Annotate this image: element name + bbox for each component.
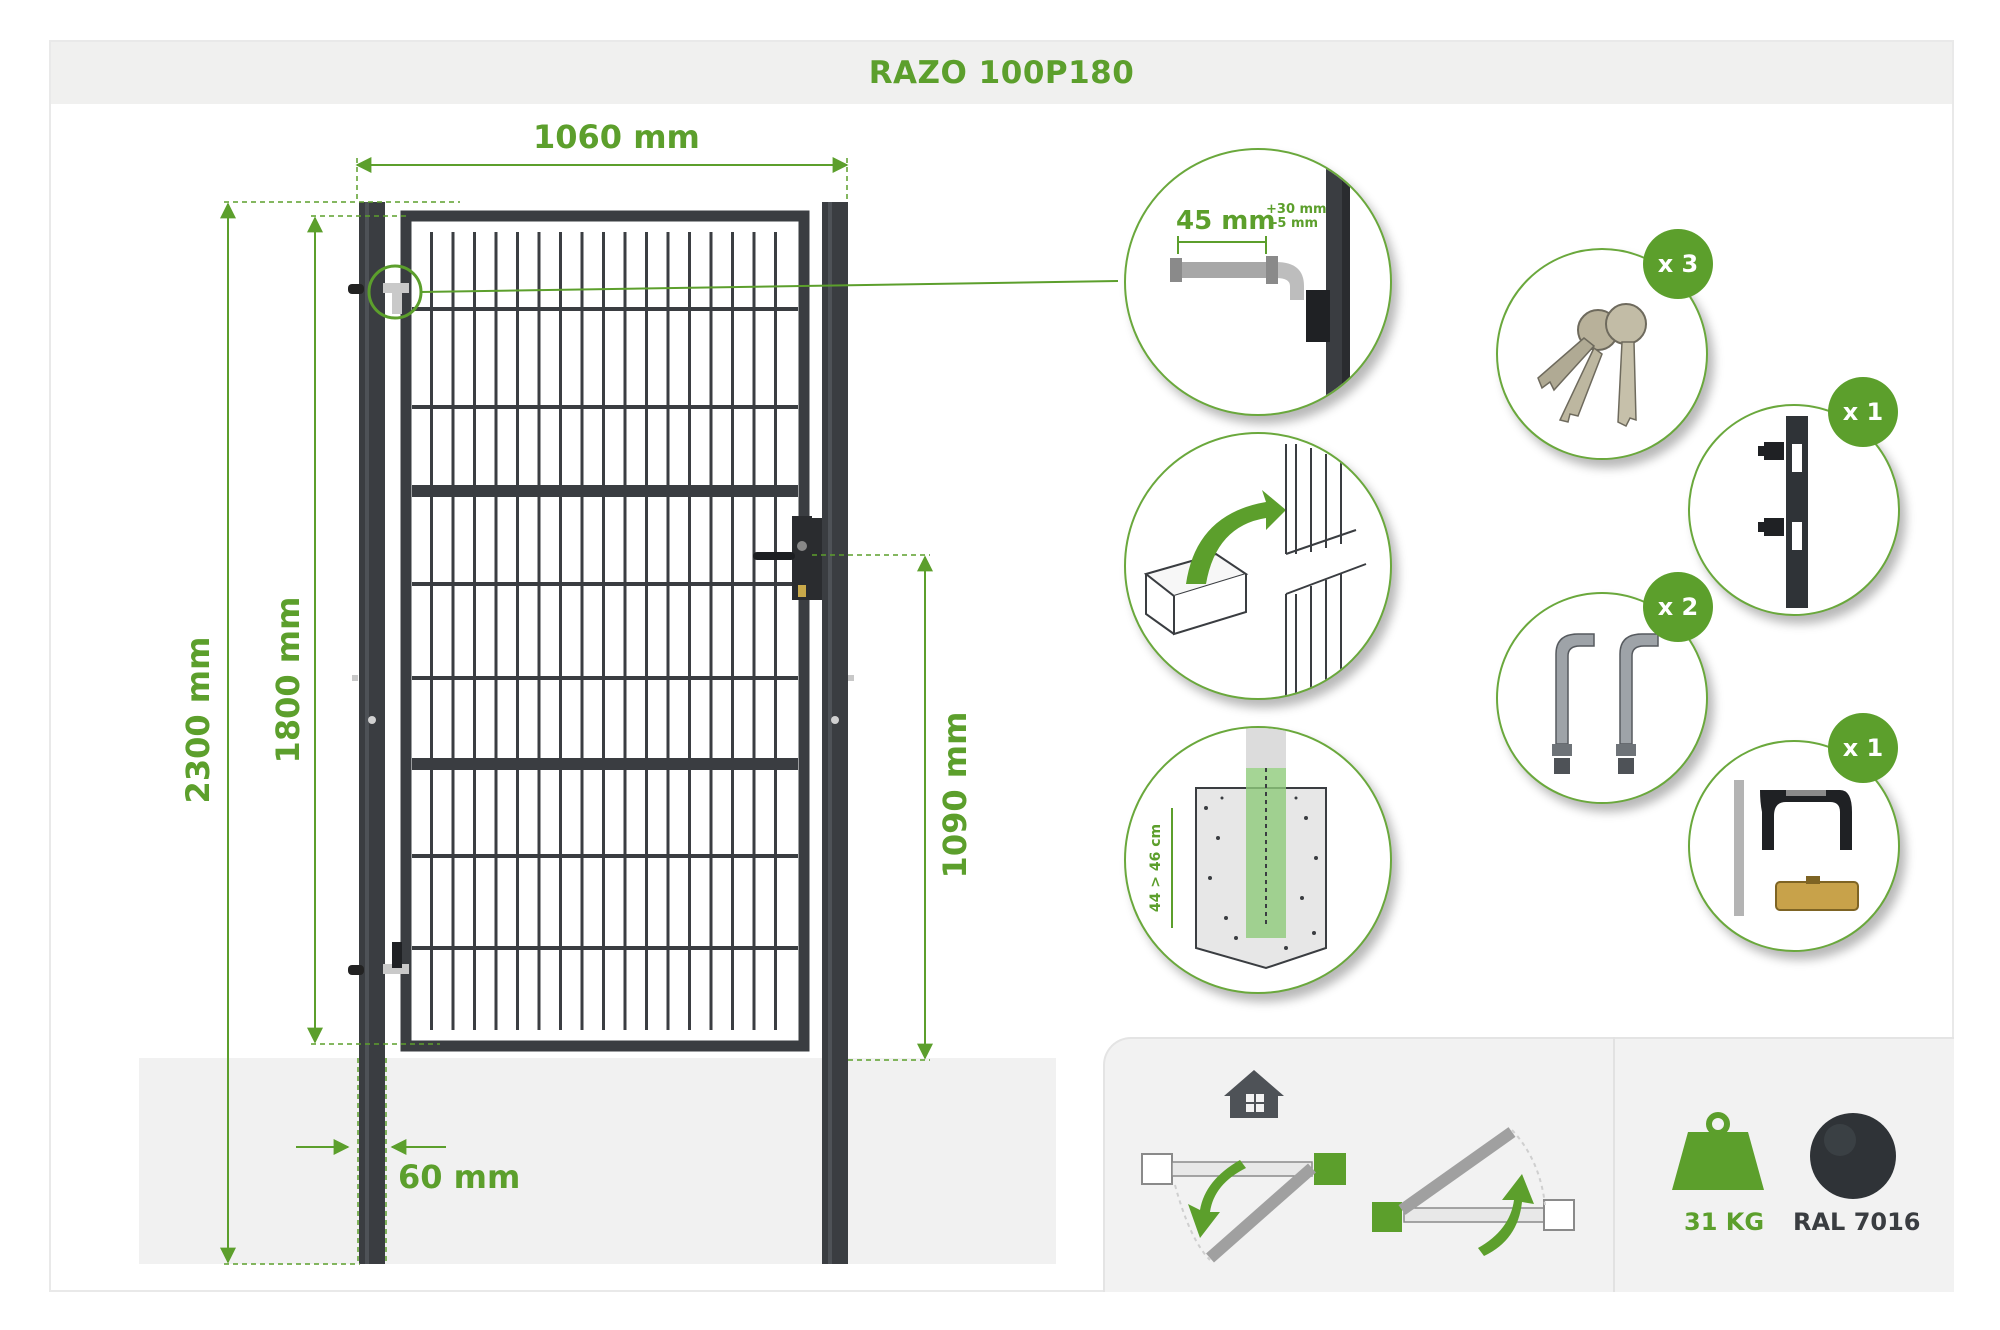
hinge-tolerance-plus: +30 mm	[1266, 202, 1327, 217]
lower-hinge	[348, 942, 409, 975]
product-title: RAZO 100P180	[868, 55, 1135, 91]
hinge-bolts-qty-badge: x 2	[1643, 572, 1713, 642]
lock-strike-qty-badge: x 1	[1828, 377, 1898, 447]
post-size-dimension: 60 mm	[398, 1158, 521, 1196]
upper-hinge	[348, 283, 409, 314]
color-swatch	[1810, 1113, 1896, 1199]
keys-qty-badge: x 3	[1643, 229, 1713, 299]
hinge-tolerance-minus: -5 mm	[1272, 216, 1319, 231]
hinge-adjust-dimension: 45 mm	[1176, 206, 1276, 236]
left-post	[359, 202, 385, 1264]
color-label: RAL 7016	[1793, 1208, 1921, 1236]
gate-leaf	[400, 210, 810, 1052]
weight-label: 31 KG	[1684, 1208, 1765, 1236]
width-dimension: 1060 mm	[533, 118, 700, 156]
packaging-detail	[1124, 432, 1392, 700]
hinge-callout-line	[419, 280, 1119, 293]
foundation-detail: 44 > 46 cm	[1124, 726, 1392, 994]
ground-area	[139, 1058, 1056, 1264]
right-post	[822, 202, 848, 1264]
house-icon	[1224, 1070, 1284, 1118]
weight-icon	[1672, 1112, 1764, 1190]
gate-lock	[753, 516, 822, 600]
info-divider	[1613, 1037, 1615, 1292]
hinge-detail: 45 mm +30 mm -5 mm	[1124, 148, 1392, 416]
page-frame	[49, 40, 1954, 1292]
handle-set-qty-badge: x 1	[1828, 713, 1898, 783]
title-bar: RAZO 100P180	[51, 42, 1952, 104]
